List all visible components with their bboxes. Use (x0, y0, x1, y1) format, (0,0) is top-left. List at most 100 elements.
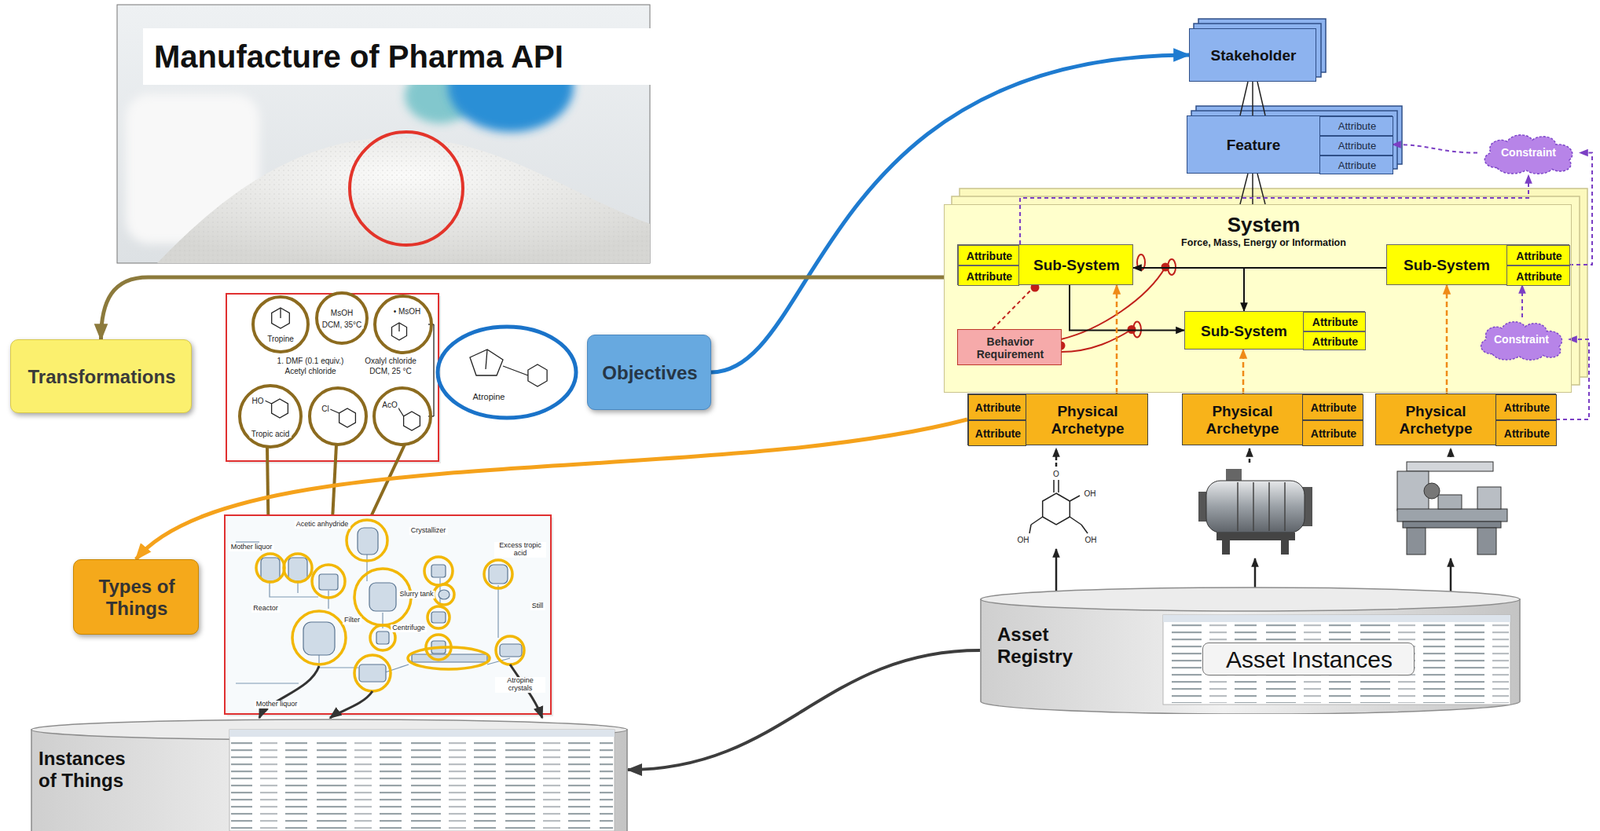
svg-shape (256, 520, 525, 692)
svg-shape (235, 682, 299, 684)
text-area: Stakeholder (1189, 29, 1318, 83)
node-text: Force, Mass, Energy or Information (1181, 237, 1347, 249)
connector (1115, 285, 1119, 394)
node-text: Attribute (1312, 335, 1358, 349)
svg-shape (1423, 483, 1440, 500)
text-area: Physical Archetype (1376, 394, 1496, 447)
node-text: Behavior Requirement (966, 335, 1055, 361)
svg-shape (1055, 549, 1058, 598)
svg-shape (259, 666, 320, 719)
svg-shape (1206, 480, 1305, 533)
svg-shape (1216, 532, 1296, 541)
svg-shape (1438, 495, 1462, 510)
node-text: Feature (1226, 136, 1281, 155)
callout-box: Transformations (10, 339, 192, 414)
text-area: Attribute (1302, 421, 1365, 448)
archetype-box: Physical ArchetypeAttributeAttribute (1375, 393, 1556, 446)
text-area: Asset Instances (1203, 643, 1416, 677)
constraint-cloud: Constraint (1474, 317, 1569, 362)
svg-shape (1029, 524, 1032, 534)
svg-shape (1280, 540, 1289, 555)
connector (711, 55, 1189, 373)
text-area: Attribute (1320, 117, 1395, 137)
svg-shape (1397, 509, 1508, 522)
text-area: Physical Archetype (1026, 394, 1149, 447)
svg-shape (346, 520, 388, 562)
node-text: Asset Registry (997, 623, 1108, 668)
connector (627, 650, 980, 771)
svg-shape (1284, 482, 1286, 532)
node-text: Attribute (966, 249, 1013, 263)
reaction-scheme (226, 293, 577, 464)
svg-shape (1449, 448, 1453, 458)
text-area: Sub-System (1387, 245, 1507, 287)
text-area: Attribute (968, 421, 1028, 448)
text-area: Sub-System (1019, 245, 1134, 287)
illustration-label: Oxalyl chloride (363, 356, 419, 366)
node-text: Constraint (1493, 333, 1549, 346)
svg-shape (398, 322, 400, 332)
illustration-label: Mother liquor (254, 700, 300, 709)
text-area: SystemForce, Mass, Energy or Information (1141, 209, 1387, 253)
svg-shape (117, 4, 650, 264)
process-flow-sheet (224, 515, 554, 717)
illustration-label: Centrifuge (390, 624, 427, 633)
diagram-title: Manufacture of Pharma API (143, 28, 651, 85)
svg-shape (339, 408, 356, 428)
callout-box: Types of Things (73, 559, 199, 635)
connector (1240, 81, 1266, 116)
svg-shape (433, 584, 455, 606)
svg-shape (319, 574, 338, 591)
illustration-label: O (1051, 469, 1061, 479)
svg-shape (366, 554, 367, 582)
node-text: Transformations (27, 366, 176, 389)
svg-shape (309, 388, 367, 445)
svg-shape (292, 611, 346, 665)
illustration-label: HO (250, 396, 266, 406)
node-text: Attribute (1310, 427, 1357, 441)
node-text: Attribute (1338, 160, 1377, 173)
illustration-label: Cl (319, 404, 331, 414)
svg-shape (374, 296, 432, 353)
database-cylinder: Instances of Things (30, 719, 628, 831)
illustration-label: Crystallizer (409, 527, 448, 536)
svg-shape (327, 590, 329, 610)
svg-shape (1236, 482, 1239, 532)
database-cylinder: Asset Registry Asset Instances (979, 587, 1521, 715)
text-area: Physical Archetype (1182, 394, 1303, 447)
attribute-box: Attribute (1302, 331, 1366, 352)
cloud-shape (1481, 322, 1563, 361)
svg-shape (235, 542, 511, 684)
lathe-image (1397, 462, 1508, 555)
node-text: Attribute (966, 270, 1013, 283)
text-area: Constraint (1482, 322, 1561, 357)
illustration-label: • MsOH (392, 307, 423, 316)
node-text: Attribute (1338, 140, 1377, 153)
svg-shape (488, 565, 508, 584)
svg-shape (357, 528, 378, 555)
svg-shape (1237, 482, 1285, 532)
cylinder-body (980, 599, 1520, 715)
svg-shape (1060, 330, 1132, 353)
svg-shape (497, 585, 499, 639)
node-text: Attribute (1504, 401, 1550, 415)
node-text: Sub-System (1403, 256, 1490, 275)
node-text: Attribute (1504, 427, 1550, 441)
constraint-cloud: Constraint (1477, 130, 1580, 176)
feature-box: FeatureAttributeAttributeAttribute (1186, 115, 1393, 174)
svg-shape (1053, 480, 1055, 493)
connector (1020, 175, 1529, 245)
node-text: Physical Archetype (1036, 403, 1139, 438)
svg-shape (437, 326, 577, 419)
illustration-label: OH (1082, 489, 1098, 499)
svg-shape (279, 308, 281, 319)
subsystem-box: Sub-SystemAttributeAttribute (1386, 244, 1570, 286)
text-area: Instances of Things (38, 738, 180, 802)
molecule-image (1029, 480, 1088, 534)
illustration-label: Mother liquor (229, 543, 275, 552)
svg-shape (1252, 482, 1255, 532)
node-text: Attribute (1310, 401, 1357, 415)
node-text: Stakeholder (1211, 47, 1297, 65)
svg-shape (495, 636, 525, 665)
text-area: Attribute (1507, 266, 1571, 287)
